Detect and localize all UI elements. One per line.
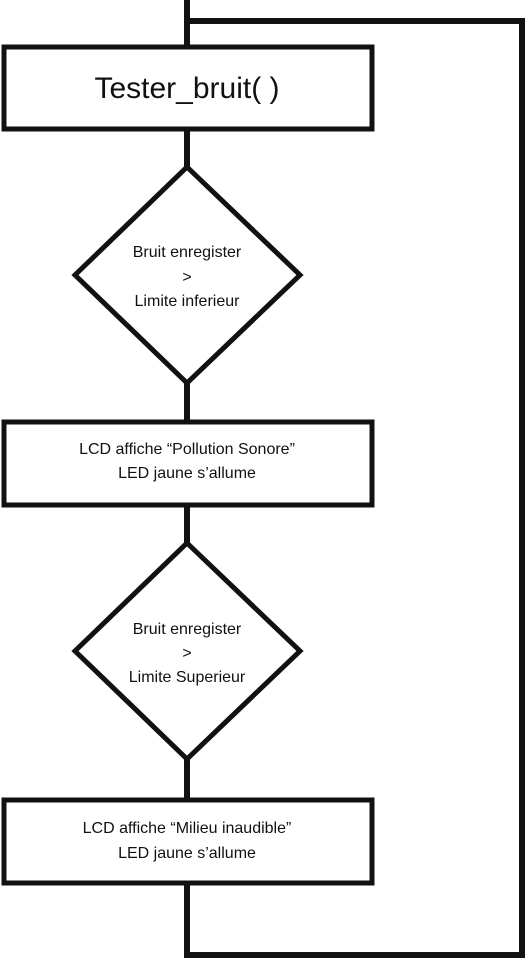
decision-1-line-2: > [182,269,191,286]
action-1-line-2: LED jaune s’allume [118,465,256,482]
action-2-line-2: LED jaune s’allume [118,845,256,862]
decision-2-line-1: Bruit enregister [133,621,242,638]
action-2-line-1: LCD affiche “Milieu inaudible” [83,820,292,837]
decision-2-line-2: > [182,645,191,662]
decision-2-line-3: Limite Superieur [129,669,246,686]
action-2-box: LCD affiche “Milieu inaudible” LED jaune… [1,797,375,886]
start-box-label: Tester_bruit( ) [94,72,279,105]
loop-back-connector [184,18,525,958]
action-1-line-1: LCD affiche “Pollution Sonore” [79,441,295,458]
decision-1: Bruit enregister > Limite inferieur [71,163,304,387]
decision-1-line-3: Limite inferieur [135,293,241,310]
action-1-box: LCD affiche “Pollution Sonore” LED jaune… [1,419,375,508]
decision-1-line-1: Bruit enregister [133,244,242,261]
start-box: Tester_bruit( ) [1,44,375,132]
decision-2: Bruit enregister > Limite Superieur [71,539,304,763]
